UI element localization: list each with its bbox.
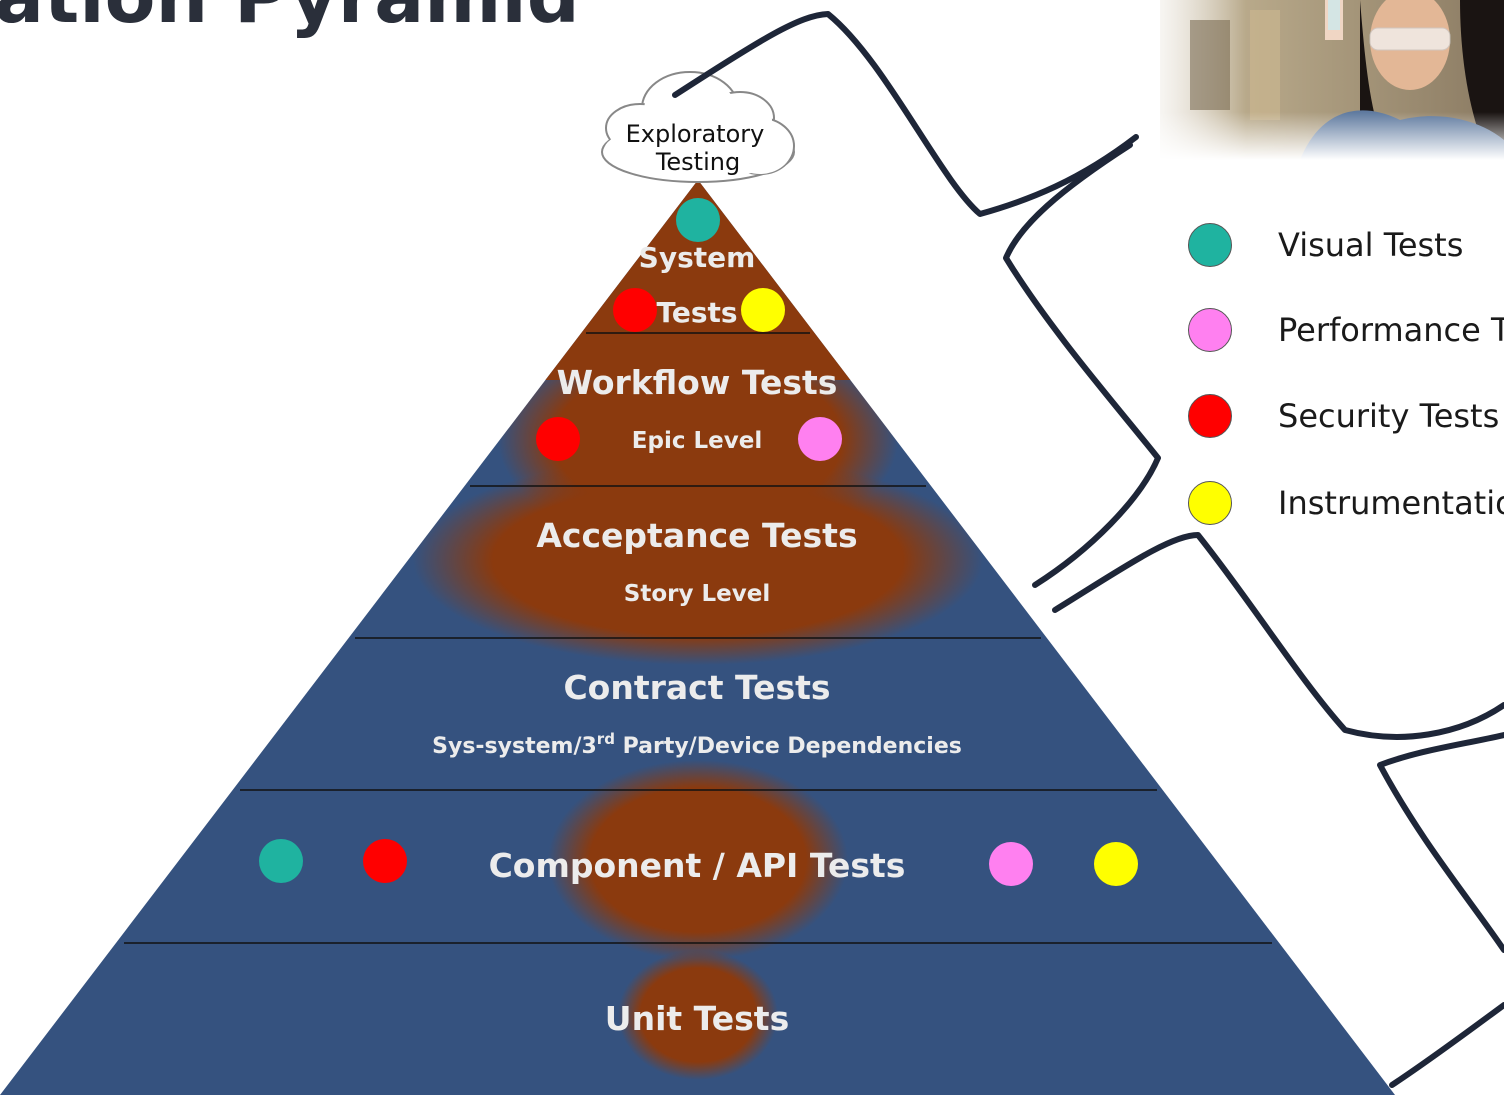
curly-brackets (672, 11, 1504, 1088)
contract-tests-sub: Sys-system/3rd Party/Device Dependencies (432, 730, 962, 759)
contract-tests-label: Contract Tests (563, 668, 830, 707)
legend-dot-security (1188, 394, 1232, 438)
security-marker-workflow (536, 417, 580, 461)
cloud-label-line2: Testing (655, 148, 740, 176)
contract-sub-sup: rd (597, 730, 615, 748)
slide-title: ation Pyramid (0, 0, 580, 40)
performance-marker-workflow (798, 417, 842, 461)
bracket-top (672, 11, 1139, 217)
workflow-tests-label: Workflow Tests (557, 363, 838, 402)
pyramid-highlights (413, 180, 983, 1080)
security-marker-component (363, 839, 407, 883)
security-marker-system (613, 288, 657, 332)
bracket-bottom (1052, 532, 1504, 740)
acceptance-highlight (413, 455, 983, 665)
bracket-lower (1377, 732, 1504, 953)
legend-item-security: Security Tests (1188, 393, 1499, 439)
instrumentation-marker-component (1094, 842, 1138, 886)
legend-dot-visual (1188, 223, 1232, 267)
legend-label-performance: Performance T (1278, 311, 1504, 349)
scientist-photo (1160, 0, 1504, 160)
visual-marker-top (676, 198, 720, 242)
layer-dividers (124, 332, 1272, 944)
legend-item-instrumentation: Instrumentatio (1188, 480, 1504, 526)
legend-label-visual: Visual Tests (1278, 226, 1464, 264)
acceptance-tests-sub: Story Level (624, 581, 770, 607)
legend-dot-performance (1188, 308, 1232, 352)
legend-dot-instrumentation (1188, 481, 1232, 525)
legend-label-instrumentation: Instrumentatio (1278, 484, 1504, 522)
workflow-tests-sub: Epic Level (632, 428, 762, 454)
contract-sub-suffix: Party/Device Dependencies (615, 734, 962, 759)
legend-item-performance: Performance T (1188, 307, 1504, 353)
acceptance-tests-label: Acceptance Tests (536, 516, 857, 555)
bracket-foot (1389, 1002, 1504, 1088)
component-highlight (548, 760, 848, 960)
scientist-photo-art (1160, 0, 1504, 160)
legend-item-visual: Visual Tests (1188, 222, 1463, 268)
cloud-label-line1: Exploratory (626, 120, 765, 148)
visual-marker-component (259, 839, 303, 883)
unit-tests-label: Unit Tests (605, 999, 789, 1038)
component-tests-label: Component / API Tests (489, 846, 906, 885)
unit-highlight (618, 950, 778, 1080)
contract-sub-prefix: Sys-system/3 (432, 734, 597, 759)
system-tests-label-2: Tests (656, 296, 737, 329)
top-highlight (520, 180, 876, 380)
bracket-middle (1003, 142, 1161, 588)
cloud-fill (604, 76, 792, 178)
performance-marker-component (989, 842, 1033, 886)
legend-label-security: Security Tests (1278, 397, 1500, 435)
system-tests-label-1: System (639, 241, 756, 274)
instrumentation-marker-system (741, 288, 785, 332)
